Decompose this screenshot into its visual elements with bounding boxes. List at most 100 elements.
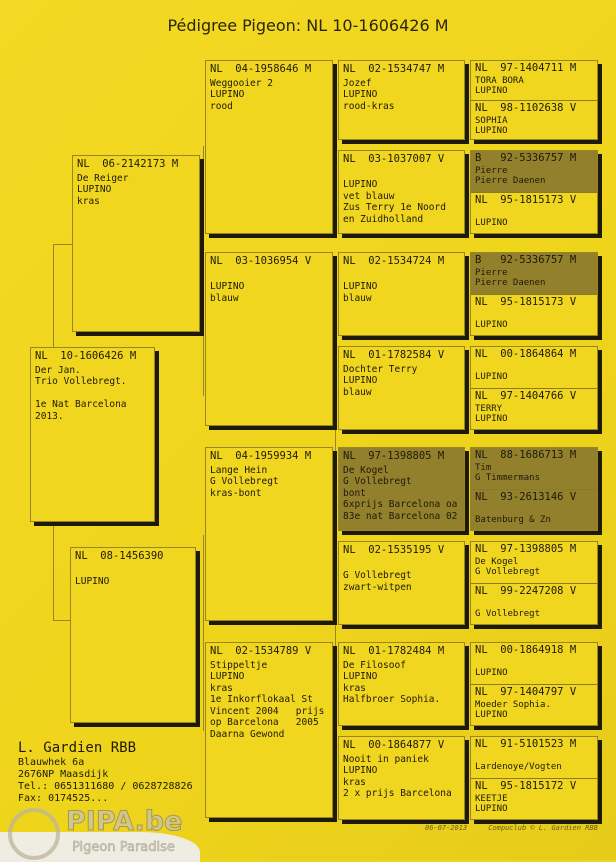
pigeon-detail-line: Lardenoye/Vogten — [475, 762, 562, 772]
dam-line-entry: NL 95-1815173 V LUPINO — [471, 192, 597, 233]
pigeon-detail-line: TORA BORA — [475, 75, 524, 86]
ring-number: NL 04-1959934 M — [210, 450, 312, 462]
ring-number: NL 06-2142173 M — [77, 158, 179, 170]
pigeon-detail-line: LUPINO — [343, 765, 378, 776]
pigeon-detail-line: 1e Inkorflokaal St — [210, 694, 313, 705]
ring-number: NL 02-1534789 V — [210, 645, 312, 657]
breeder-city: 2676NP Maasdijk — [18, 769, 109, 780]
pigeon-detail-line: vet blauw — [343, 190, 395, 202]
pigeon-detail-line: LUPINO — [343, 375, 378, 386]
ring-number: NL 99-2247208 V — [475, 585, 577, 597]
pigeon-detail-line — [343, 168, 460, 180]
breeder-tel: Tel.: 0651311680 / 0628728826 — [18, 781, 193, 792]
pigeon-detail-line: zwart-witpen — [343, 581, 412, 593]
ring-number: NL 02-1534724 M — [343, 255, 445, 267]
page-title: Pédigree Pigeon: NL 10-1606426 M — [167, 16, 449, 35]
breeder-name: L. Gardien RBB — [18, 740, 137, 756]
pigeon-detail-line: blauw — [210, 292, 239, 304]
pigeon-detail-line: LUPINO — [210, 281, 245, 292]
dam-line-entry: NL 93-2613146 V Batenburg & Zn — [471, 489, 597, 530]
pigeon-detail-line: Pierre Daenen — [475, 176, 546, 186]
ring-number: NL 91-5101523 M — [475, 738, 577, 750]
pigeon-detail-line: Pierre Daenen — [475, 278, 546, 288]
pigeon-detail-line: blauw — [343, 292, 372, 304]
pigeon-detail-line: op Barcelona 2005 — [210, 717, 319, 728]
pigeon-detail-line — [210, 270, 328, 282]
pigeon-detail-line: LUPINO — [475, 218, 508, 228]
pigeon-detail-line: kras — [77, 195, 100, 207]
pigeon-detail-line: 1e Nat Barcelona — [35, 399, 127, 410]
ring-number: NL 00-1864918 M — [475, 644, 577, 656]
connector-line — [335, 100, 336, 190]
pigeon-detail-line: TERRY — [475, 403, 503, 414]
pigeon-detail-line: kras — [343, 776, 366, 788]
pigeon-detail-line — [475, 362, 593, 373]
pigeon-detail-line: Halfbroer Sophia. — [343, 694, 441, 705]
ring-number: NL 95-1815173 V — [475, 296, 577, 308]
ring-number: NL 10-1606426 M — [35, 350, 137, 362]
pigeon-detail-line: LUPINO — [343, 89, 378, 100]
pigeon-detail-line: LUPINO — [210, 671, 245, 682]
pigeon-detail-line: Zus Terry 1e Noord — [343, 202, 446, 213]
pigeon-detail-line: Batenburg & Zn — [475, 515, 551, 525]
pigeon-detail-line: De Filosoof — [343, 659, 406, 671]
pigeon-detail-line: LUPINO — [77, 184, 112, 195]
ring-number: NL 97-1404766 V — [475, 390, 577, 402]
ring-number: NL 97-1398805 M — [343, 450, 445, 462]
ring-number: NL 04-1958646 M — [210, 63, 312, 75]
pigeon-detail-line: G Vollebregt — [343, 570, 412, 581]
ring-number: NL 93-2613146 V — [475, 491, 577, 503]
connector-line — [53, 244, 72, 245]
pigeon-detail-line: LUPINO — [343, 179, 378, 190]
ring-number: NL 98-1102638 V — [475, 102, 577, 114]
pigeon-detail-line — [475, 310, 593, 321]
pigeon-detail-line: LUPINO — [475, 804, 508, 814]
pigeon-detail-line: LUPINO — [210, 89, 245, 100]
pigeon-detail-line: LUPINO — [475, 710, 508, 720]
pigeon-detail-line: blauw — [343, 386, 372, 398]
pigeon-detail-line: kras — [343, 682, 366, 694]
pigeon-detail-line: kras — [210, 682, 233, 694]
ring-number: NL 03-1037007 V — [343, 153, 445, 165]
print-date: 06-07-2013 — [425, 824, 468, 832]
sire-line-entry: NL 00-1864864 M LUPINO — [471, 347, 597, 388]
pigeon-detail-line: LUPINO — [343, 281, 378, 292]
pigeon-detail-line: Jozef — [343, 77, 372, 89]
ring-number: NL 08-1456390 — [75, 550, 164, 562]
pigeon-detail-line — [343, 559, 460, 571]
pigeon-detail-line: LUPINO — [475, 414, 508, 424]
pigeon-detail-line — [35, 388, 150, 400]
pigeon-detail-line: bont — [343, 487, 366, 499]
pigeon-detail-line: kras-bont — [210, 487, 262, 499]
sire-line-entry: NL 91-5101523 M Lardenoye/Vogten — [471, 737, 597, 778]
pigeon-detail-line: LUPINO — [75, 576, 110, 587]
breeder-address: Blauwhek 6a — [18, 757, 85, 768]
breeder-fax: Fax: 0174525... — [18, 793, 109, 804]
connector-line — [53, 620, 70, 621]
connector-line — [203, 535, 204, 731]
ring-number: NL 00-1864877 V — [343, 739, 445, 751]
pigeon-detail-line: rood-kras — [343, 100, 395, 112]
ring-number: NL 95-1815173 V — [475, 194, 577, 206]
ring-number: NL 00-1864864 M — [475, 348, 577, 360]
pigeon-detail-line: Tim — [475, 462, 492, 473]
connector-line — [335, 581, 336, 684]
pigeon-detail-line: 6xprijs Barcelona oa — [343, 499, 458, 510]
pigeon-detail-line: G Vollebregt — [475, 609, 541, 619]
dam-box: NL 08-1456390 LUPINO — [70, 547, 196, 723]
